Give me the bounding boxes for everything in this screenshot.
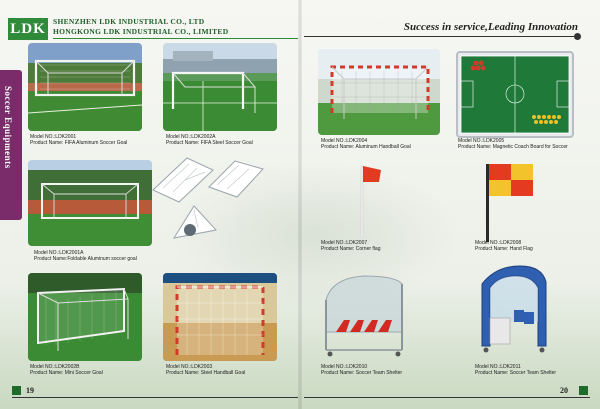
- product-photo-ldk2007: [355, 160, 385, 238]
- slogan: Success in service,Leading Innovation: [403, 21, 578, 33]
- product-caption-ldk2011: Model NO.:LDK2011 Product Name: Soccer T…: [475, 364, 556, 376]
- product-model: Model NO.:LDK2003: [166, 364, 213, 370]
- header-rule-right: [304, 36, 580, 37]
- product-name: Product Name: Soccer Team Shelter: [475, 370, 557, 377]
- page-marker-right: [579, 386, 588, 395]
- product-caption-ldk2005: Model NO.:LDK2005 Product Name: Magnetic…: [458, 138, 568, 150]
- product-name: Product Name: Magnetic Coach Board for S…: [458, 144, 568, 151]
- product-name: Product Name: FIFA Steel Soccer Goal: [166, 140, 253, 147]
- product-model: Model NO.:LDK2001A: [34, 250, 84, 256]
- product-photo-ldk2002b: [28, 273, 142, 361]
- product-photo-ldk2011: [476, 262, 550, 360]
- footer-rule-left: [12, 397, 298, 398]
- page-marker-left: [12, 386, 21, 395]
- product-model: Model NO.:LDK2011: [475, 364, 521, 370]
- product-model: Model NO.:LDK2002B: [30, 364, 80, 370]
- header-rule-dot: [574, 33, 581, 40]
- product-caption-ldk2008: Model NO.:LDK2008 Product Name: Hand Fla…: [475, 240, 533, 252]
- product-name: Product Name: Soccer Team Shelter: [321, 370, 403, 377]
- product-name: Product Name: Mini Soccer Goal: [30, 370, 103, 377]
- product-photo-ldk2001a: [28, 160, 152, 246]
- folding-diagram-1: [147, 150, 219, 204]
- product-model: Model NO.:LDK2007: [321, 240, 368, 246]
- folding-diagram-3: [168, 200, 220, 246]
- page-number-left: 19: [26, 386, 34, 395]
- product-model: Model NO.:LDK2005: [458, 138, 505, 144]
- page-number-right: 20: [560, 386, 568, 395]
- company-name-shenzhen: SHENZHEN LDK INDUSTRIAL CO., LTD: [53, 17, 205, 26]
- product-name: Product Name: Hand Flag: [475, 246, 533, 253]
- product-caption-ldk2010: Model NO.:LDK2010 Product Name: Soccer T…: [321, 364, 402, 376]
- folding-diagram-2: [205, 155, 267, 201]
- product-model: Model NO.:LDK2001: [30, 134, 77, 140]
- product-photo-ldk2002a: [163, 43, 277, 131]
- product-caption-ldk2007: Model NO.:LDK2007 Product Name: Corner f…: [321, 240, 380, 252]
- product-name: Product Name: FIFA Aluminum Soccer Goal: [30, 140, 128, 147]
- product-model: Model NO.:LDK2004: [321, 138, 368, 144]
- product-photo-ldk2004: [318, 49, 440, 135]
- product-photo-ldk2001: [28, 43, 142, 131]
- product-model: Model NO.:LDK2008: [475, 240, 522, 246]
- product-name: Product Name: Corner flag: [321, 246, 381, 253]
- product-caption-ldk2004: Model NO.:LDK2004 Product Name: Aluminum…: [321, 138, 411, 150]
- product-caption-ldk2002b: Model NO.:LDK2002B Product Name: Mini So…: [30, 364, 103, 376]
- product-caption-ldk2002a: Model NO.:LDK2002A Product Name: FIFA St…: [166, 134, 253, 146]
- product-photo-ldk2005: [456, 51, 574, 138]
- product-name: Product Name: Aluminum Handball Goal: [321, 144, 411, 151]
- product-model: Model NO.:LDK2010: [321, 364, 368, 370]
- footer-rule-right: [304, 397, 590, 398]
- page-gutter: [298, 0, 302, 409]
- product-photo-ldk2008: [480, 160, 540, 242]
- header-rule-left: [53, 38, 298, 39]
- product-photo-ldk2010: [320, 270, 406, 360]
- company-name-hongkong: HONGKONG LDK INDUSTRIAL CO., LIMITED: [53, 27, 229, 36]
- section-tab: [0, 70, 22, 220]
- product-name: Product Name: Steel Handball Goal: [166, 370, 246, 377]
- section-tab-label: Soccer Equipments: [3, 86, 13, 169]
- product-caption-ldk2001a: Model NO.:LDK2001A Product Name:Foldable…: [34, 250, 137, 262]
- product-caption-ldk2003: Model NO.:LDK2003 Product Name: Steel Ha…: [166, 364, 245, 376]
- product-photo-ldk2003: [163, 273, 277, 361]
- product-model: Model NO.:LDK2002A: [166, 134, 216, 140]
- product-caption-ldk2001: Model NO.:LDK2001 Product Name: FIFA Alu…: [30, 134, 127, 146]
- company-logo: LDK: [8, 18, 48, 40]
- product-name: Product Name:Foldable Aluminum soccer go…: [34, 256, 137, 263]
